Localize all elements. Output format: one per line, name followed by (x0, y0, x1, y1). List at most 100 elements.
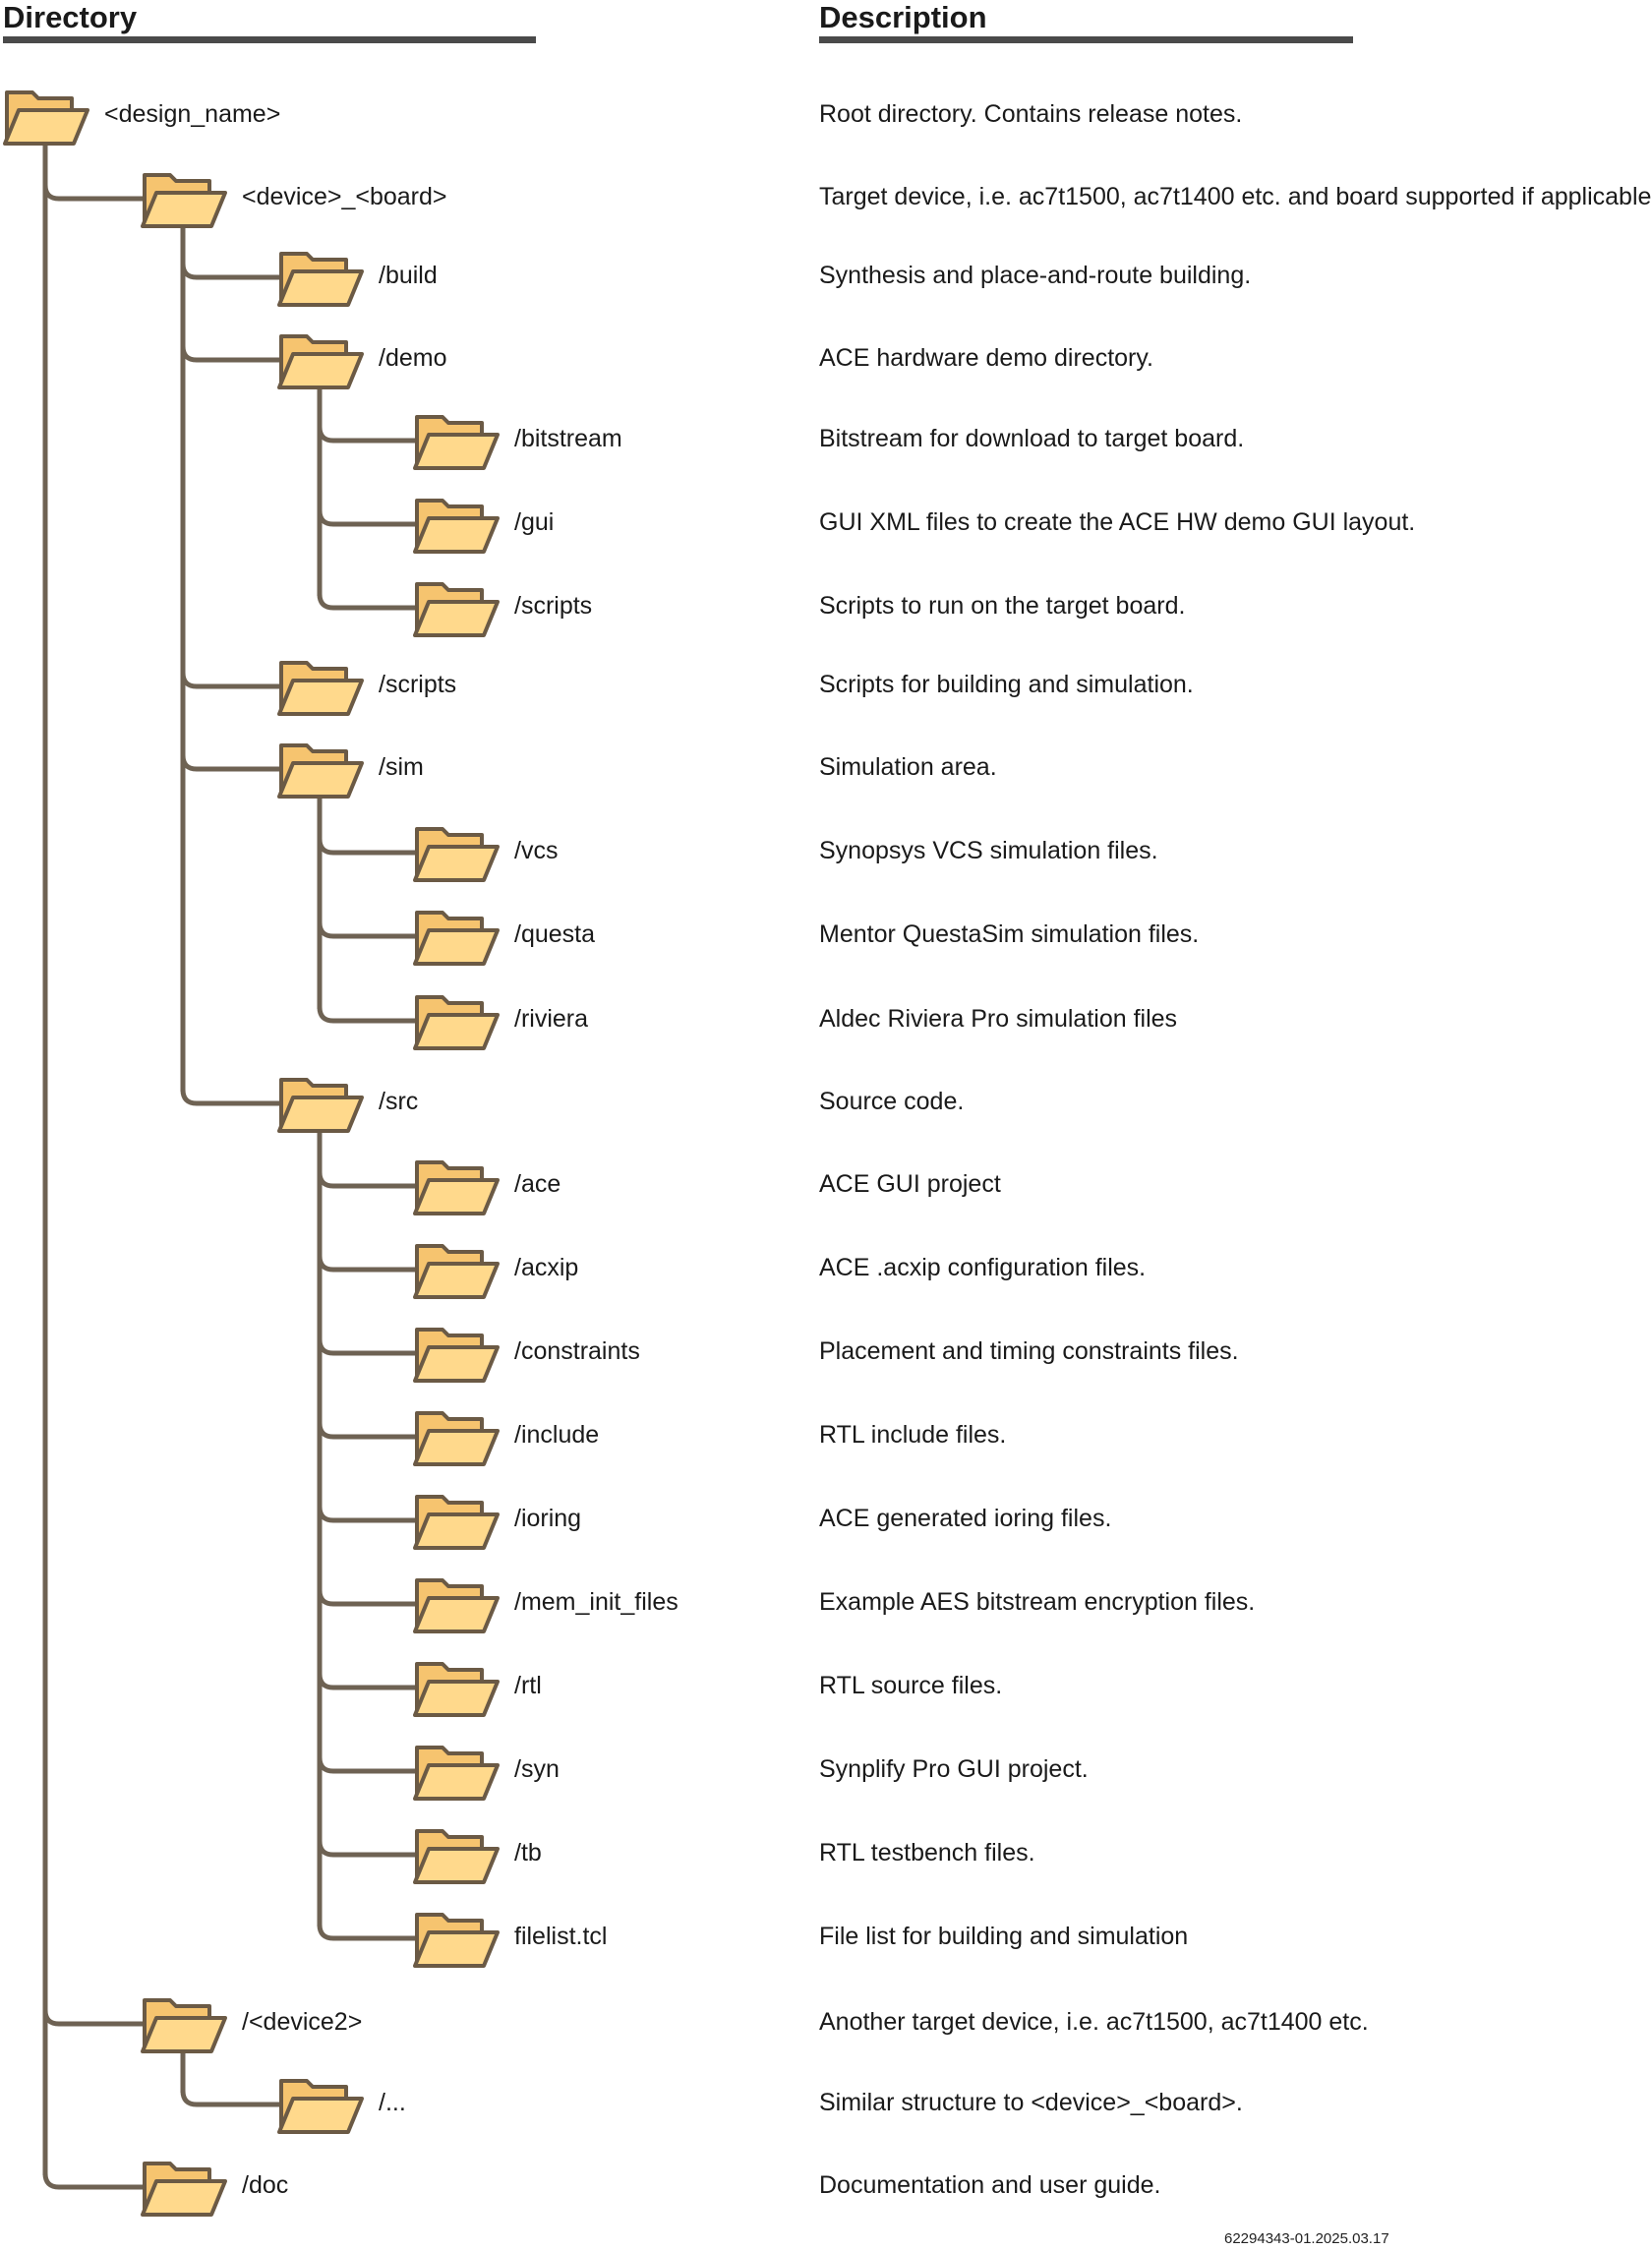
directory-name: /scripts (379, 671, 457, 698)
folder-icon (277, 252, 364, 307)
document-id: 62294343-01.2025.03.17 (1224, 2230, 1389, 2247)
tree-branch-line (317, 1840, 419, 1858)
tree-branch-line (317, 426, 419, 444)
tree-branch-line (42, 2172, 147, 2190)
directory-name: /tb (514, 1839, 542, 1867)
directory-description: ACE hardware demo directory. (819, 344, 1153, 372)
directory-name: /build (379, 262, 438, 289)
directory-name: /scripts (514, 592, 593, 620)
folder-icon (413, 827, 500, 882)
directory-name: /include (514, 1421, 600, 1449)
folder-icon (413, 1829, 500, 1884)
directory-name: /gui (514, 508, 555, 536)
folder-icon (413, 1244, 500, 1299)
folder-icon (413, 1913, 500, 1968)
folder-icon (141, 1998, 227, 2053)
directory-name: /acxip (514, 1254, 579, 1281)
folder-icon (277, 1078, 364, 1133)
directory-description: File list for building and simulation (819, 1923, 1189, 1950)
directory-description: Synopsys VCS simulation files. (819, 837, 1158, 864)
tree-branch-line (180, 672, 283, 689)
tree-branch-line (317, 1506, 419, 1523)
folder-icon (277, 334, 364, 389)
tree-branch-line (180, 754, 283, 772)
folder-icon (413, 499, 500, 554)
tree-branch-line (317, 838, 419, 856)
tree-branch-line (180, 1089, 283, 1106)
directory-name: /mem_init_files (514, 1588, 678, 1616)
folder-icon (3, 90, 89, 146)
directory-description: Documentation and user guide. (819, 2171, 1161, 2199)
folder-icon (413, 1578, 500, 1633)
directory-description: Scripts for building and simulation. (819, 671, 1194, 698)
directory-description: ACE .acxip configuration files. (819, 1254, 1147, 1281)
folder-icon (413, 582, 500, 637)
folder-icon (413, 415, 500, 470)
directory-name: /bitstream (514, 425, 622, 452)
folder-icon (141, 2162, 227, 2217)
directory-name: /rtl (514, 1672, 542, 1699)
folder-icon (413, 1495, 500, 1550)
directory-description: Placement and timing constraints files. (819, 1337, 1239, 1365)
tree-branch-line (317, 1422, 419, 1440)
tree-branch-line (42, 184, 147, 202)
directory-description: RTL testbench files. (819, 1839, 1035, 1867)
tree-branch-line (317, 1006, 419, 1024)
folder-icon (277, 2079, 364, 2134)
tree-branch-line (317, 1171, 419, 1189)
directory-name: /ace (514, 1170, 561, 1198)
folder-icon (141, 173, 227, 228)
tree-branch-line (317, 1673, 419, 1690)
directory-description: Aldec Riviera Pro simulation files (819, 1005, 1178, 1033)
directory-description: ACE generated ioring files. (819, 1505, 1112, 1532)
tree-branch-line (42, 2009, 147, 2027)
directory-name: /src (379, 1088, 419, 1115)
directory-description: Synthesis and place-and-route building. (819, 262, 1252, 289)
directory-description: ACE GUI project (819, 1170, 1001, 1198)
directory-description: Synplify Pro GUI project. (819, 1755, 1089, 1783)
folder-icon (413, 995, 500, 1050)
directory-description: Bitstream for download to target board. (819, 425, 1245, 452)
directory-description: RTL include files. (819, 1421, 1007, 1449)
folder-icon (413, 1662, 500, 1717)
folder-icon (277, 743, 364, 799)
tree-branch-line (317, 593, 419, 611)
directory-name: /riviera (514, 1005, 589, 1033)
tree-branch-line (317, 509, 419, 527)
directory-name: /syn (514, 1755, 560, 1783)
directory-name: <device>_<board> (242, 183, 447, 210)
directory-name: /doc (242, 2171, 289, 2199)
tree-branch-line (317, 1589, 419, 1607)
directory-name: filelist.tcl (514, 1923, 608, 1950)
directory-name: /questa (514, 920, 596, 948)
folder-icon (277, 661, 364, 716)
directory-header: Directory (3, 0, 138, 34)
description-header: Description (819, 0, 987, 34)
description-header-underline (819, 36, 1353, 43)
directory-name: /sim (379, 753, 424, 781)
directory-name: /demo (379, 344, 447, 372)
directory-name: /constraints (514, 1337, 640, 1365)
directory-name: /<device2> (242, 2008, 363, 2036)
tree-branch-line (180, 2090, 283, 2107)
directory-name: /vcs (514, 837, 559, 864)
folder-icon (413, 1328, 500, 1383)
folder-icon (413, 1746, 500, 1801)
folder-icon (413, 1411, 500, 1466)
directory-description: Mentor QuestaSim simulation files. (819, 920, 1200, 948)
directory-description: Example AES bitstream encryption files. (819, 1588, 1256, 1616)
tree-branch-line (317, 1756, 419, 1774)
tree-branch-line (180, 263, 283, 280)
directory-description: GUI XML files to create the ACE HW demo … (819, 508, 1416, 536)
directory-name: /ioring (514, 1505, 582, 1532)
directory-description: Root directory. Contains release notes. (819, 100, 1243, 128)
directory-description: Target device, i.e. ac7t1500, ac7t1400 e… (819, 183, 1652, 210)
tree-branch-line (317, 921, 419, 939)
directory-description: Source code. (819, 1088, 965, 1115)
directory-name: /... (379, 2089, 406, 2116)
tree-branch-line (317, 1924, 419, 1941)
tree-branch-line (317, 1338, 419, 1356)
folder-icon (413, 911, 500, 966)
tree-branch-line (317, 1255, 419, 1273)
